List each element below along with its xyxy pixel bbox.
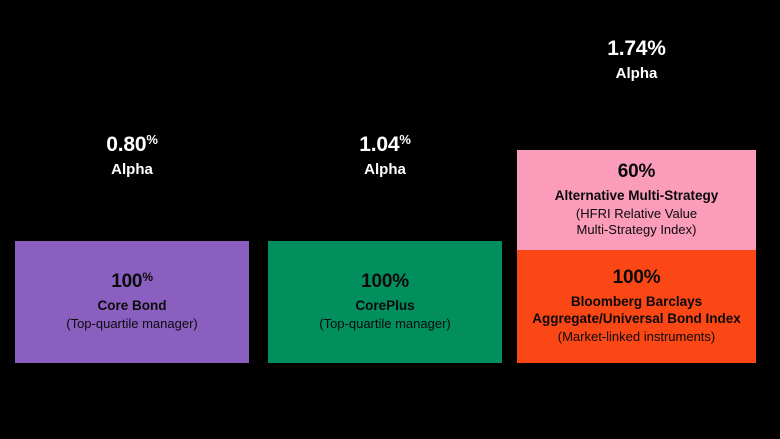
segment-note-line: Multi-Strategy Index) [576, 221, 697, 237]
segment-percent: 100% [361, 270, 409, 293]
alpha-label: Alpha [111, 161, 153, 178]
segment-note: (Top-quartile manager) [319, 316, 451, 332]
allocation-segment[interactable]: 100% Core Bond (Top-quartile manager) [15, 241, 249, 363]
alpha-value: 1.04% [268, 133, 502, 155]
segment-percent-number: 100 [111, 271, 143, 293]
allocation-segment[interactable]: 100% CorePlus (Top-quartile manager) [268, 241, 502, 363]
allocation-stack: 100% CorePlus (Top-quartile manager) [268, 241, 502, 363]
segment-note-line: (Market-linked instruments) [557, 328, 716, 344]
alpha-number: 1.74 [607, 37, 648, 60]
segment-name-line: Aggregate/Universal Bond Index [532, 310, 741, 326]
allocation-column-0: 0.80% Alpha 100% Core Bond (Top-quartile man… [15, 0, 249, 439]
allocation-stack: 100% Core Bond (Top-quartile manager) [15, 241, 249, 363]
alpha-percent-symbol: % [146, 132, 158, 147]
alpha-label: Alpha [364, 161, 406, 178]
segment-name: Alternative Multi-Strategy [554, 187, 719, 203]
alpha-label: Alpha [615, 65, 658, 82]
alpha-percent-symbol: % [647, 37, 666, 60]
segment-name: Core Bond [97, 298, 167, 314]
segment-percent: 100% [111, 271, 153, 293]
segment-note-line: (Top-quartile manager) [66, 316, 198, 332]
segment-percent: 100% [612, 267, 661, 289]
alpha-caption: 1.04% Alpha [268, 133, 502, 177]
segment-percent: 60% [617, 160, 656, 183]
segment-percent-number: 100 [361, 270, 393, 292]
alpha-caption: 1.74% Alpha [517, 38, 756, 81]
segment-note-line: (Top-quartile manager) [319, 315, 451, 331]
segment-percent-symbol: % [392, 270, 409, 292]
alpha-value: 1.74% [517, 38, 756, 59]
segment-percent-number: 60 [617, 160, 639, 182]
segment-percent-symbol: % [643, 267, 661, 289]
allocation-stack: 60% Alternative Multi-Strategy (HFRI Relat… [517, 150, 756, 363]
segment-name: CorePlus [355, 297, 415, 313]
alpha-number: 0.80 [106, 133, 147, 156]
segment-percent-symbol: % [638, 160, 656, 182]
segment-note-line: (HFRI Relative Value [575, 205, 698, 221]
segment-note: (Market-linked instruments) [558, 329, 716, 345]
alpha-value: 0.80% [15, 133, 249, 155]
segment-note: (Top-quartile manager) [66, 316, 198, 332]
alpha-number: 1.04 [359, 133, 400, 156]
segment-percent-symbol: % [142, 270, 153, 285]
alpha-percent-symbol: % [399, 132, 411, 147]
alpha-caption: 0.80% Alpha [15, 133, 249, 177]
allocation-column-1: 1.04% Alpha 100% CorePlus (Top-quartile mana… [268, 0, 502, 439]
segment-percent-number: 100 [612, 267, 644, 289]
allocation-segment[interactable]: 60% Alternative Multi-Strategy (HFRI Relat… [517, 150, 756, 250]
segment-name-line: Bloomberg Barclays [570, 293, 703, 309]
allocation-column-2: 1.74% Alpha 60% Alternative Multi-Strategy (… [517, 0, 756, 439]
